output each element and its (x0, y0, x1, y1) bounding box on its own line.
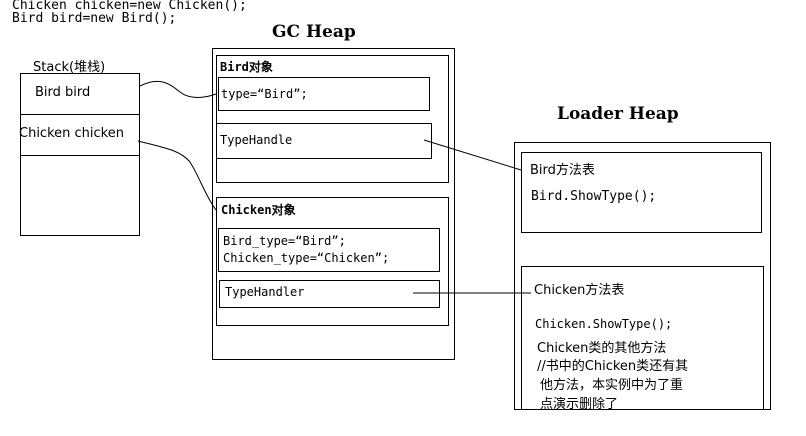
chicken-typehandle: TypeHandler (225, 285, 305, 299)
chicken-field-2: Chicken_type=“Chicken”; (223, 251, 390, 265)
code-line-2: Bird bird=new Bird(); (12, 11, 177, 26)
bird-typehandle: TypeHandle (220, 133, 293, 147)
gc-heap-title: GC Heap (272, 22, 356, 42)
stack-title: Stack(堆栈) (33, 60, 106, 75)
stack-divider-2 (20, 155, 140, 156)
chicken-field-1: Bird_type=“Bird”; (223, 234, 346, 248)
bird-method-table-box (521, 152, 762, 233)
bird-method-table-title: Bird方法表 (530, 163, 595, 178)
bird-field: type=“Bird”; (221, 87, 308, 101)
chicken-note-2: //书中的Chicken类还有其 (537, 359, 689, 374)
chicken-typehandle-box (219, 280, 440, 308)
stack-chicken-var: Chicken chicken (19, 126, 124, 141)
chicken-object-box (216, 197, 449, 326)
chicken-method-table-box (521, 266, 764, 410)
bird-method: Bird.ShowType(); (531, 189, 657, 204)
bird-object-box (216, 55, 449, 183)
code-line-1: Chicken chicken=new Chicken(); (12, 0, 247, 13)
chicken-method: Chicken.ShowType(); (535, 317, 673, 331)
stack-bird-var: Bird bird (35, 85, 91, 100)
loader-heap-title: Loader Heap (557, 104, 679, 124)
chicken-note-4: 点演示删除了 (540, 397, 619, 412)
chicken-fields-box (218, 228, 440, 272)
bird-object-title: Bird对象 (220, 60, 273, 74)
chicken-note-3: 他方法，本实例中为了重 (540, 378, 684, 393)
chicken-object-title: Chicken对象 (221, 203, 296, 217)
chicken-note-1: Chicken类的其他方法 (537, 341, 667, 356)
bird-ref-connector (139, 80, 217, 98)
chicken-method-table-title: Chicken方法表 (534, 283, 625, 298)
bird-field-box (218, 77, 430, 111)
stack-divider-1 (20, 114, 140, 115)
chicken-ref-connector (137, 140, 217, 211)
